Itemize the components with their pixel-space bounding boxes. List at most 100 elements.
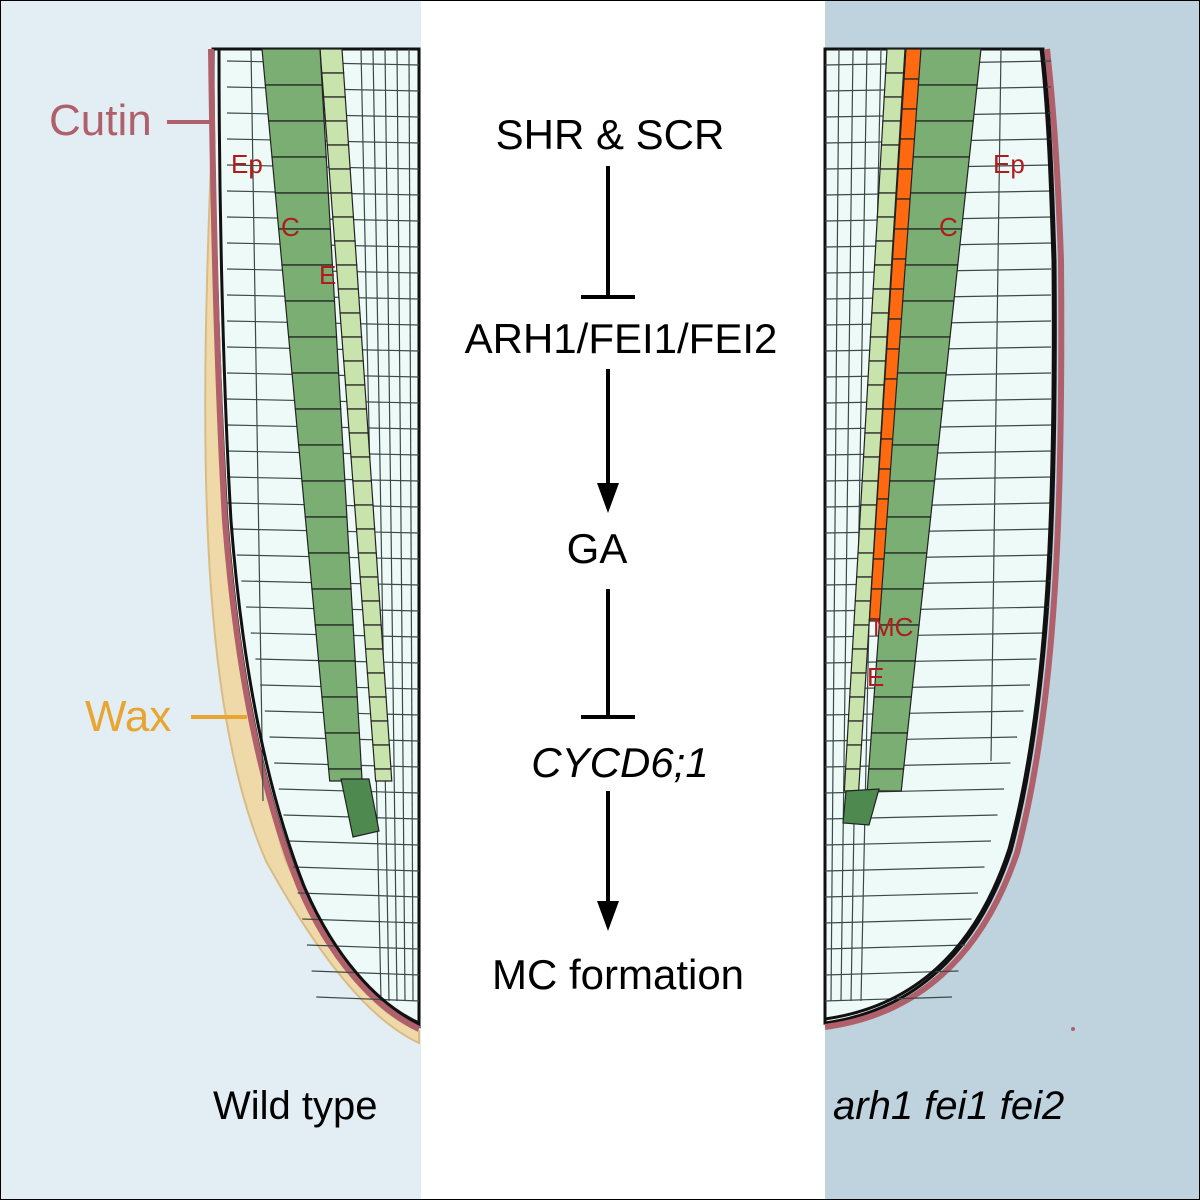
cortex-cell [291, 372, 342, 410]
endodermis-cell [354, 504, 376, 530]
cortex-cell [915, 84, 978, 122]
endodermis-cell [364, 648, 386, 674]
endodermis-cell [348, 432, 371, 458]
cell-wall [824, 970, 959, 976]
cortex-cell [894, 372, 947, 410]
cortex-cell [324, 732, 363, 770]
cortex-cell [902, 264, 959, 302]
cutin-layer [208, 48, 421, 1032]
cell-wall [306, 944, 420, 950]
endodermis-cell [864, 408, 884, 434]
mutant-cortex [866, 48, 982, 792]
cell-wall [824, 866, 985, 872]
cell-wall [292, 866, 420, 872]
wild-type-cortex-label: C [281, 212, 300, 242]
cell-wall [372, 48, 390, 1002]
cell-wall [408, 48, 414, 1002]
endodermis-cell [319, 48, 345, 74]
endodermis-cell [878, 168, 899, 194]
endodermis-cell [876, 192, 897, 218]
cortex-cell [297, 444, 346, 482]
endodermis-cell [326, 144, 351, 170]
endodermis-cell [856, 552, 875, 578]
endodermis-cell [867, 360, 887, 386]
mutant-epidermis-label: Ep [993, 149, 1025, 179]
cell-wall [311, 970, 420, 976]
cortex-cell [268, 120, 327, 158]
mutant-epidermis-outline [824, 48, 1055, 1021]
endodermis-cell [368, 696, 389, 722]
endodermis-cell [359, 576, 381, 602]
endodermis-cell [366, 672, 387, 698]
center-panel-background [421, 1, 825, 1199]
mutant-dot [1071, 1027, 1075, 1031]
endodermis-cell [324, 120, 350, 146]
endodermis-cell [875, 216, 896, 242]
cortex-cell [866, 768, 905, 792]
endodermis-cell [357, 552, 379, 578]
wild-type-root: Ep C E [204, 47, 421, 1045]
cell-wall [297, 892, 420, 898]
mutant-cutin-layer [824, 48, 1065, 1030]
cell-wall [824, 840, 992, 846]
endodermis-cell [361, 600, 382, 626]
endodermis-cell [333, 240, 358, 266]
endodermis-cell [341, 336, 364, 362]
endodermis-cell [853, 600, 872, 626]
endodermis-cell [868, 336, 888, 362]
cortex-cell [896, 336, 951, 374]
wild-type-caption: Wild type [213, 1084, 378, 1128]
endodermis-cell [352, 480, 374, 506]
cortex-cell [912, 120, 974, 158]
endodermis-cell [372, 744, 392, 770]
cell-wall [830, 48, 840, 1002]
pathway-node-ga: GA [567, 525, 628, 572]
pathway-arrowhead-1 [597, 483, 619, 513]
endodermis-cell [339, 312, 363, 338]
cortex-cell [868, 732, 909, 770]
endodermis-cell [860, 480, 879, 506]
cortex-cell [889, 444, 940, 482]
endodermis-cell [343, 360, 366, 386]
cortex-cell [870, 696, 913, 734]
endodermis-cell [330, 192, 355, 218]
endodermis-cell [843, 768, 861, 792]
pathway-node-arh1-fei1-fei2: ARH1/FEI1/FEI2 [465, 315, 778, 362]
endodermis-cell [865, 384, 885, 410]
cell-wall [316, 996, 420, 1002]
endodermis-cell [850, 648, 869, 674]
wax-callout: Wax [85, 692, 247, 741]
mutant-caption: arh1 fei1 fei2 [833, 1084, 1064, 1128]
endodermis-cell [374, 768, 393, 782]
endodermis-cell [335, 264, 359, 290]
cortex-cell [307, 552, 352, 590]
endodermis-cell [884, 48, 906, 74]
cortex-cell [284, 300, 338, 338]
endodermis-cell [328, 168, 353, 194]
wild-type-epidermis-outline [217, 48, 420, 1025]
endodermis-cell [883, 72, 905, 98]
cortex-cell [294, 408, 344, 446]
endodermis-cell [346, 408, 369, 434]
cell-wall [250, 48, 264, 802]
cutin-callout: Cutin [49, 96, 213, 145]
cortex-cell [287, 336, 340, 374]
signaling-pathway: SHR & SCR ARH1/FEI1/FEI2 GA CYCD6;1 MC f… [465, 111, 778, 998]
pathway-node-mc-formation: MC formation [492, 951, 744, 998]
endodermis-cell [337, 288, 361, 314]
wild-type-endodermis-label: E [319, 260, 336, 290]
pathway-arrowhead-2 [597, 901, 619, 931]
endodermis-cell [844, 744, 863, 770]
endodermis-cell [879, 144, 900, 170]
cortex-cell [891, 408, 943, 446]
pathway-node-shr-scr: SHR & SCR [496, 111, 725, 158]
cortex-cell [304, 516, 350, 554]
cell-wall [990, 48, 1002, 762]
cortex-cell [301, 480, 348, 518]
cortex-cell [317, 660, 358, 698]
cortex-cell [311, 588, 354, 626]
endodermis-cell [880, 120, 902, 146]
cell-wall [824, 918, 972, 924]
endodermis-cell [882, 96, 903, 122]
